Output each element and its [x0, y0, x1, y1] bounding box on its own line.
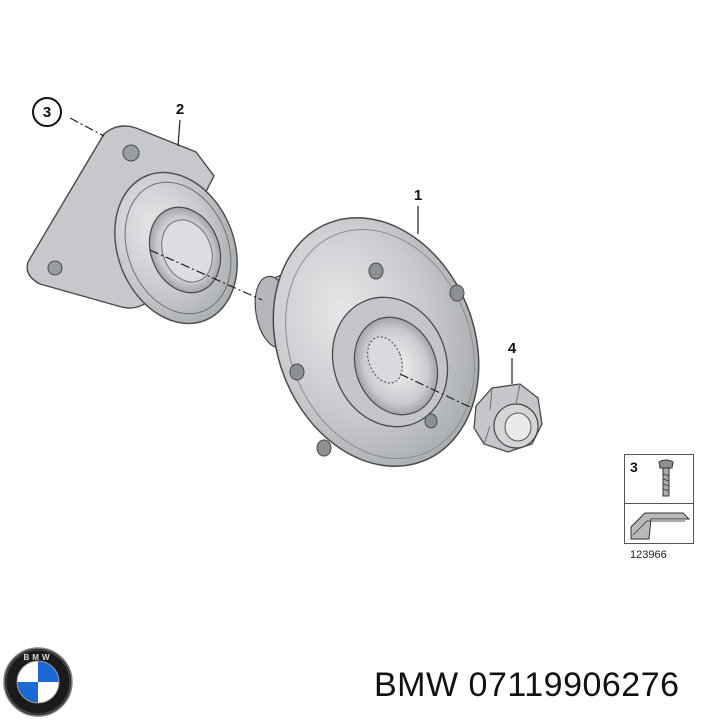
legend-item-number: 3 — [630, 459, 638, 475]
nut-hex-edge — [483, 425, 491, 445]
arrow-icon — [630, 512, 691, 540]
brand-name: BMW — [374, 666, 459, 704]
leader-line-2 — [177, 119, 181, 147]
part-number: 07119906276 — [468, 666, 680, 704]
leader-lines — [177, 119, 513, 384]
bmw-logo: BMW — [3, 647, 73, 717]
callout-4: 4 — [508, 340, 517, 357]
collar-nut — [473, 383, 543, 453]
diagram-code: 123966 — [630, 549, 667, 561]
legend-top-cell: 3 — [625, 455, 693, 504]
callout-2: 2 — [176, 101, 184, 118]
legend-box: 3 — [624, 454, 694, 544]
axis-line-2-1 — [149, 249, 263, 301]
axis-line-1-4 — [399, 373, 473, 409]
bearing-inner-race — [161, 219, 213, 283]
lug-hole — [424, 413, 438, 429]
lug-hole — [316, 439, 332, 457]
nut-hex-edge — [515, 383, 521, 405]
wheel-bearing — [26, 125, 238, 325]
callout-1: 1 — [414, 187, 422, 204]
lug-hole — [289, 363, 305, 381]
lug-hole — [449, 284, 465, 302]
callout-3-circle — [32, 97, 62, 127]
bolt-icon — [658, 459, 674, 497]
wheel-hub — [254, 217, 480, 467]
callout-3: 3 — [43, 104, 51, 121]
axis-line-3-2 — [69, 117, 105, 137]
lug-hole — [368, 262, 384, 280]
flange-hole — [122, 144, 140, 162]
hub-splines — [367, 336, 403, 384]
nut-hex-edge — [489, 387, 493, 411]
assembly-axis-lines — [69, 117, 473, 409]
bearing-ring-groove — [124, 181, 232, 315]
svg-text:BMW: BMW — [24, 653, 53, 662]
part-number-line: BMW 07119906276 — [374, 666, 680, 705]
nut-bore — [504, 412, 532, 442]
flange-hole — [47, 260, 63, 276]
